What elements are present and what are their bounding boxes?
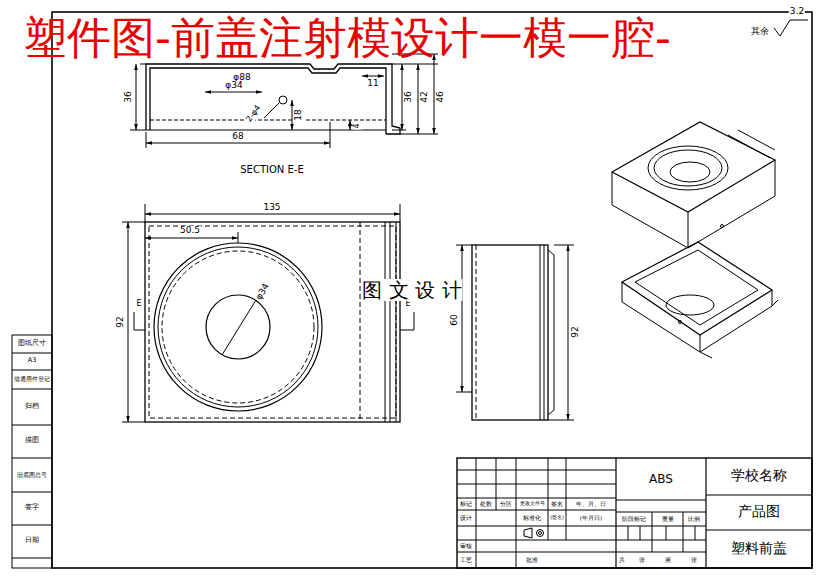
dimension-text: 36 xyxy=(404,90,414,103)
title-block-text: 审核 xyxy=(459,543,473,549)
title-block-text: 批准 xyxy=(525,557,539,563)
title-block-text: 处数 xyxy=(479,501,493,507)
title-block-text: (签名) xyxy=(549,515,565,520)
title-block-text: 学校名称 xyxy=(730,468,788,483)
title-block-text: 标记 xyxy=(459,501,473,507)
dimension-text: φ34 xyxy=(254,281,272,303)
title-block-text: ABS xyxy=(648,473,674,486)
title-block-text: 共 xyxy=(618,557,626,563)
title-block-text: 工艺 xyxy=(459,557,473,563)
view-label: SECTION E-E xyxy=(239,164,304,175)
dimension-text: φ34 xyxy=(224,81,243,91)
title-block-text: 阶段标记 xyxy=(621,516,647,522)
title-block-text: (年月日) xyxy=(579,515,603,521)
dimension-text: 92 xyxy=(116,315,126,328)
title-block-text: 标准化 xyxy=(522,515,542,521)
watermark-text: 图 文 设 计 xyxy=(361,279,462,301)
title-block-text: 更改文件号 xyxy=(519,501,546,507)
title-block-text: 重量 xyxy=(661,516,675,522)
title-block-text: 张 xyxy=(690,557,698,563)
dimension-text: 36 xyxy=(124,90,134,103)
strip-cell-text: 签字 xyxy=(24,504,40,511)
watermark-text: 塑件图-前盖注射模设计一模一腔- xyxy=(22,16,672,60)
dimension-text: 60 xyxy=(450,313,460,326)
strip-cell-text: 日期 xyxy=(24,537,40,544)
title-block-text: 第 xyxy=(664,557,672,563)
strip-cell-text: 图纸尺寸 xyxy=(17,340,47,347)
roughness-note: 其余 xyxy=(750,27,770,37)
dimension-text: 11 xyxy=(366,79,379,89)
dimension-text: 92 xyxy=(571,325,581,338)
dimension-text: 42 xyxy=(420,90,430,103)
title-block-text: 设计 xyxy=(459,515,473,521)
title-block-text: 塑料前盖 xyxy=(730,541,788,556)
title-block-text: 比例 xyxy=(687,516,701,522)
dimension-text: 46 xyxy=(436,90,446,103)
title-block-text: 产品图 xyxy=(737,504,781,519)
dimension-text: 2-φ4 xyxy=(245,103,264,125)
dimension-text: 135 xyxy=(262,203,281,213)
title-block-text: 张 xyxy=(638,557,646,563)
dimension-text: 50.5 xyxy=(179,226,201,236)
dimension-text: 4 xyxy=(353,122,362,129)
strip-cell-text: 借通用件登记 xyxy=(13,376,51,382)
title-block-text: 年、月、日 xyxy=(575,501,607,507)
title-block-text: 分区 xyxy=(499,501,513,507)
strip-cell-text: A3 xyxy=(27,357,38,364)
roughness-note: 3.2 xyxy=(789,7,805,17)
dimension-text: 68 xyxy=(231,132,244,142)
section-mark: E xyxy=(135,300,142,309)
strip-cell-text: 描图 xyxy=(24,437,40,444)
title-block-text: 签名 xyxy=(550,501,564,507)
strip-cell-text: 旧底图总号 xyxy=(16,472,48,479)
strip-cell-text: 归档 xyxy=(24,403,40,410)
dimension-text: 18 xyxy=(294,108,304,121)
